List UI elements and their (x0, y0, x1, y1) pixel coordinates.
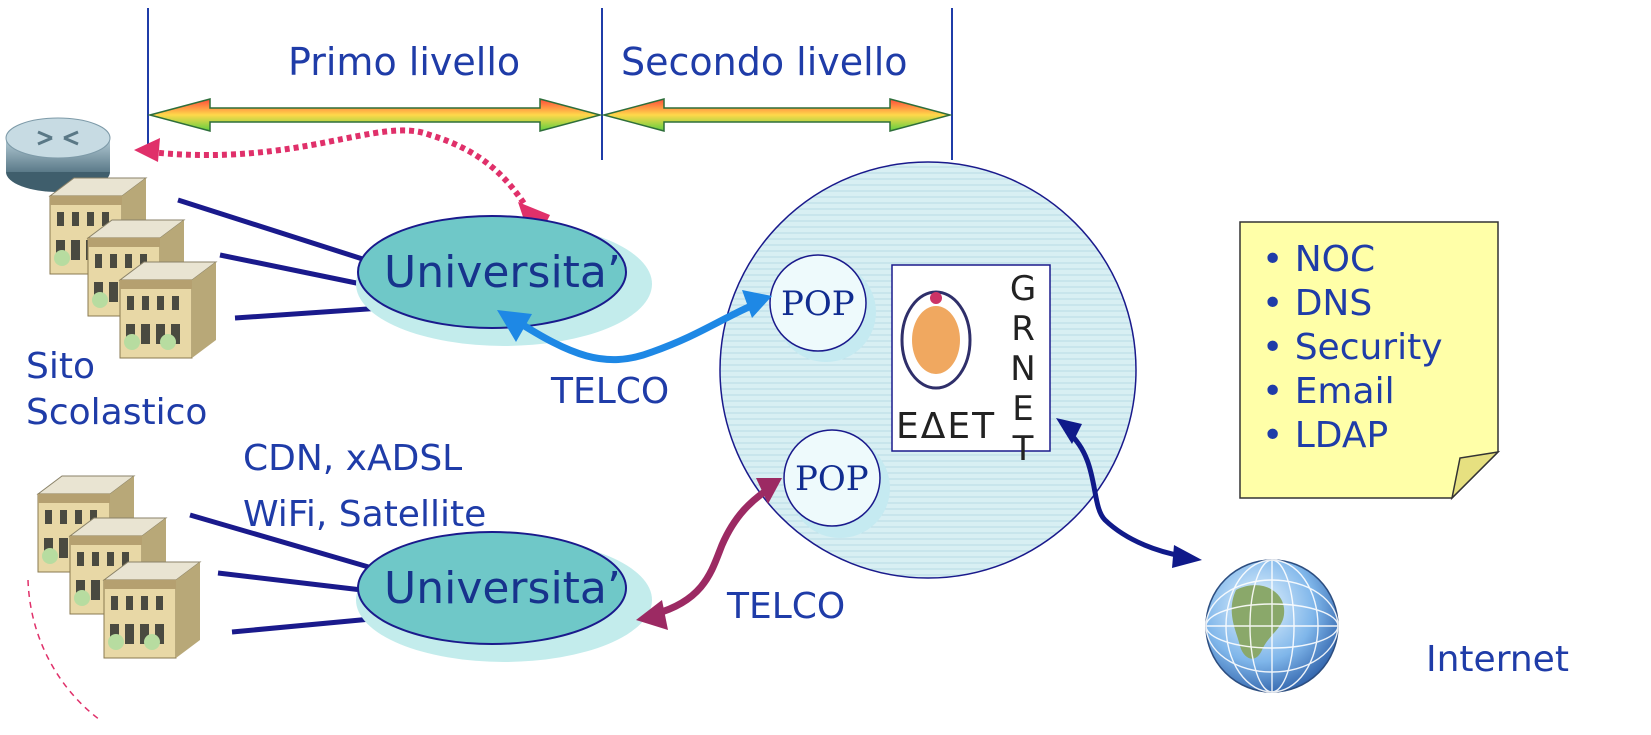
grnet-letter: R (1011, 309, 1035, 349)
school-site-label-line1: Sito (26, 346, 95, 387)
grnet-letter: T (1012, 429, 1034, 469)
university-bottom-node (357, 531, 627, 645)
telco-bottom-link (654, 485, 772, 618)
pop-top-label: POP (781, 284, 855, 324)
grnet-greek-name: ΕΔΕΤ (896, 406, 997, 447)
university-top-node (357, 215, 627, 329)
pop-bottom-label: POP (795, 459, 869, 499)
service-item: Email (1262, 370, 1443, 414)
globe-icon (1205, 559, 1339, 693)
services-list: NOC DNS Security Email LDAP (1262, 238, 1443, 458)
service-item: DNS (1262, 282, 1443, 326)
grnet-letter: G (1009, 269, 1037, 309)
building-icon (103, 561, 201, 659)
grnet-letter: N (1010, 349, 1036, 389)
second-level-label: Secondo livello (621, 40, 908, 84)
internet-label: Internet (1426, 639, 1569, 680)
telco-top-label: TELCO (551, 371, 670, 412)
access-tech-label-line1: CDN, xADSL (243, 438, 463, 479)
telco-bottom-label: TELCO (727, 586, 846, 627)
internet-link (1066, 430, 1183, 559)
school-site-label-line2: Scolastico (26, 392, 208, 433)
second-level-arrow (601, 98, 953, 132)
pop-top-node (769, 254, 867, 352)
grnet-logo (891, 264, 1051, 452)
service-item: LDAP (1262, 414, 1443, 458)
service-item: Security (1262, 326, 1443, 370)
services-list-box: NOC DNS Security Email LDAP (1240, 222, 1498, 498)
telco-top-link (513, 298, 762, 364)
pop-bottom-node (783, 429, 881, 527)
router-management-link (149, 127, 528, 207)
building-icon (119, 261, 217, 359)
router-icon (5, 117, 111, 192)
university-top-label: Universita’ (384, 247, 621, 298)
grnet-logo-text: G R N E T ΕΔΕΤ (892, 265, 1050, 469)
access-links-bottom (189, 512, 383, 635)
access-tech-label-line2: WiFi, Satellite (243, 494, 487, 535)
first-level-arrow (147, 98, 603, 132)
school-boundary-arc (27, 579, 101, 721)
router-arrowhead-left (134, 138, 160, 162)
first-level-label: Primo livello (288, 40, 521, 84)
access-links-top (177, 197, 383, 321)
university-bottom-label: Universita’ (384, 563, 621, 614)
service-item: NOC (1262, 238, 1443, 282)
grnet-letter: E (1012, 389, 1034, 429)
grnet-latin-letters: G R N E T (1006, 269, 1040, 469)
